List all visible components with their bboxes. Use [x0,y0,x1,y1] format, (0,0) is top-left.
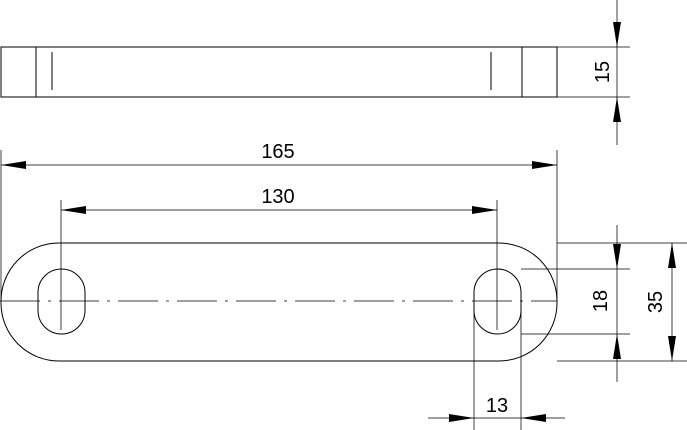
arrowhead [472,206,497,214]
slot-right [473,268,522,335]
overall-length-label: 165 [261,141,294,163]
arrowhead [668,336,676,361]
arrowhead [532,161,557,169]
arrowhead [449,414,474,422]
arrowhead [613,334,621,359]
top-view [0,200,558,362]
arrowhead [613,22,621,47]
side-view [0,46,558,98]
dimension-slot-width: 18 [521,225,630,382]
dimension-overall-width: 35 [557,242,687,362]
overall-width-label: 35 [645,291,667,313]
arrowhead [668,243,676,268]
dimension-slot-length: 13 [428,301,565,430]
arrowhead [521,414,546,422]
slot-left [37,268,86,335]
arrowhead [61,206,86,214]
dimension-hole-spacing: 130 [61,186,497,214]
slot-length-label: 13 [486,395,508,417]
side-view-outline [0,46,558,98]
hole-spacing-label: 130 [261,186,294,208]
arrowhead [1,161,26,169]
thickness-label: 15 [592,61,614,83]
dimension-thickness: 15 [557,0,630,145]
arrowhead [613,97,621,122]
slot-width-label: 18 [590,290,612,312]
arrowhead [613,244,621,269]
plate-outline [0,242,558,362]
dimension-overall-length: 165 [0,141,558,300]
